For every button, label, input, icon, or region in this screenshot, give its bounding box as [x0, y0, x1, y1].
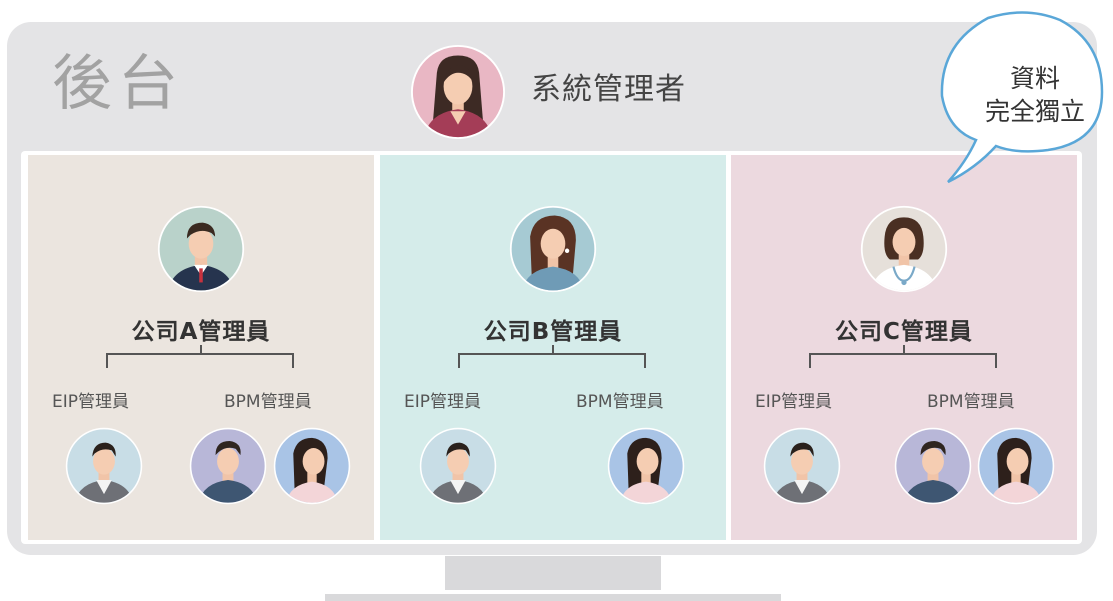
speech-bubble-text: 資料 完全獨立: [965, 62, 1105, 128]
company-a-manager-avatar: [157, 205, 245, 293]
company-c-bpm-label: BPM管理員: [927, 392, 1015, 412]
company-b-bpm-label: BPM管理員: [576, 392, 664, 412]
speech-bubble-line1: 資料: [1009, 64, 1060, 93]
company-a-bpm-user1-avatar: [189, 427, 267, 505]
monitor-stand-base: [325, 594, 781, 601]
speech-bubble-line2: 完全獨立: [984, 97, 1085, 126]
company-a-bpm-user2-avatar: [273, 427, 351, 505]
company-b-tree-connector: [458, 345, 646, 368]
company-b-panel: 公司B管理員 EIP管理員 BPM管理員: [380, 155, 726, 540]
company-c-panel: 公司C管理員 EIP管理員 BPM管理員: [731, 155, 1077, 540]
company-a-bpm-label: BPM管理員: [224, 392, 312, 412]
company-c-tree-connector: [809, 345, 997, 368]
backend-title: 後台: [52, 49, 184, 119]
company-a-eip-user-avatar: [65, 427, 143, 505]
company-a-tree-connector: [106, 345, 294, 368]
company-a-manager-label: 公司A管理員: [131, 319, 271, 345]
company-c-eip-label: EIP管理員: [755, 392, 833, 412]
company-b-manager-label: 公司B管理員: [483, 319, 623, 345]
company-c-bpm-user2-avatar: [977, 427, 1055, 505]
company-a-panel: 公司A管理員 EIP管理員 BPM管理員: [28, 155, 374, 540]
company-a-eip-label: EIP管理員: [52, 392, 130, 412]
monitor-stand-neck: [445, 556, 661, 590]
company-b-manager-avatar: [509, 205, 597, 293]
company-c-eip-user-avatar: [763, 427, 841, 505]
company-b-eip-user-avatar: [419, 427, 497, 505]
company-b-eip-label: EIP管理員: [404, 392, 482, 412]
system-admin-avatar: [410, 44, 506, 140]
company-b-bpm-user-avatar: [607, 427, 685, 505]
company-c-manager-avatar: [860, 205, 948, 293]
company-c-bpm-user1-avatar: [894, 427, 972, 505]
company-c-manager-label: 公司C管理員: [835, 319, 973, 345]
speech-bubble: [940, 11, 1104, 184]
system-admin-label: 系統管理者: [531, 72, 686, 107]
